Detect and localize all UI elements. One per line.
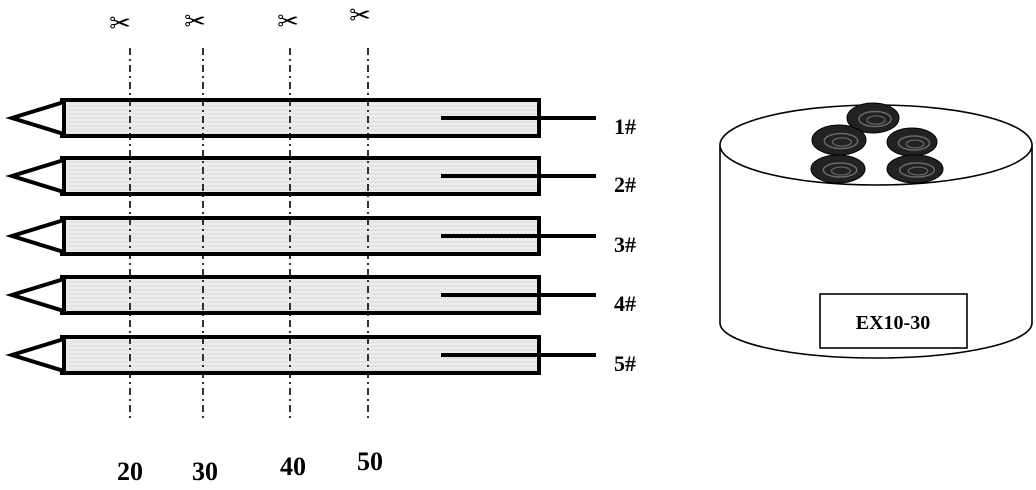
sample-label: 1# xyxy=(614,114,636,139)
arrow-tip xyxy=(5,336,66,374)
sample-label: 3# xyxy=(614,232,636,257)
rolled-sample xyxy=(886,154,944,184)
rolled-sample xyxy=(810,154,866,184)
container-items xyxy=(810,102,944,184)
arrow-tip xyxy=(5,99,66,137)
rolled-sample xyxy=(886,127,938,157)
cut-position-label: 50 xyxy=(357,447,383,476)
arrow-tip xyxy=(5,157,66,195)
cut-position-label: 30 xyxy=(192,457,218,486)
cut-position-label: 20 xyxy=(117,457,143,486)
cut-position-labels: 20 30 40 50 xyxy=(117,447,383,486)
sample-label: 4# xyxy=(614,291,636,316)
rolled-sample xyxy=(846,102,900,134)
sample-strips: 1# 2# 3# 4# 5# xyxy=(5,98,636,376)
sample-strip: 4# xyxy=(5,275,636,316)
sample-container: EX10-30 xyxy=(719,102,1033,359)
scissors-icon: ✂ xyxy=(184,7,206,37)
arrow-tip xyxy=(5,276,66,314)
rolled-sample xyxy=(811,124,867,156)
container-label: EX10-30 xyxy=(856,312,930,334)
scissors-row: ✂ ✂ ✂ ✂ xyxy=(109,1,371,39)
sample-strip: 2# xyxy=(5,156,636,197)
cut-position-label: 40 xyxy=(280,452,306,481)
scissors-icon: ✂ xyxy=(349,1,371,31)
sample-strip: 3# xyxy=(5,216,636,257)
scissors-icon: ✂ xyxy=(109,9,131,39)
cut-lines xyxy=(129,48,369,420)
scissors-icon: ✂ xyxy=(277,7,299,37)
sample-strip: 5# xyxy=(5,335,636,376)
sample-label: 2# xyxy=(614,172,636,197)
arrow-tip xyxy=(5,217,66,255)
sample-strip: 1# xyxy=(5,98,636,139)
sample-label: 5# xyxy=(614,351,636,376)
container-label-box xyxy=(819,293,968,349)
